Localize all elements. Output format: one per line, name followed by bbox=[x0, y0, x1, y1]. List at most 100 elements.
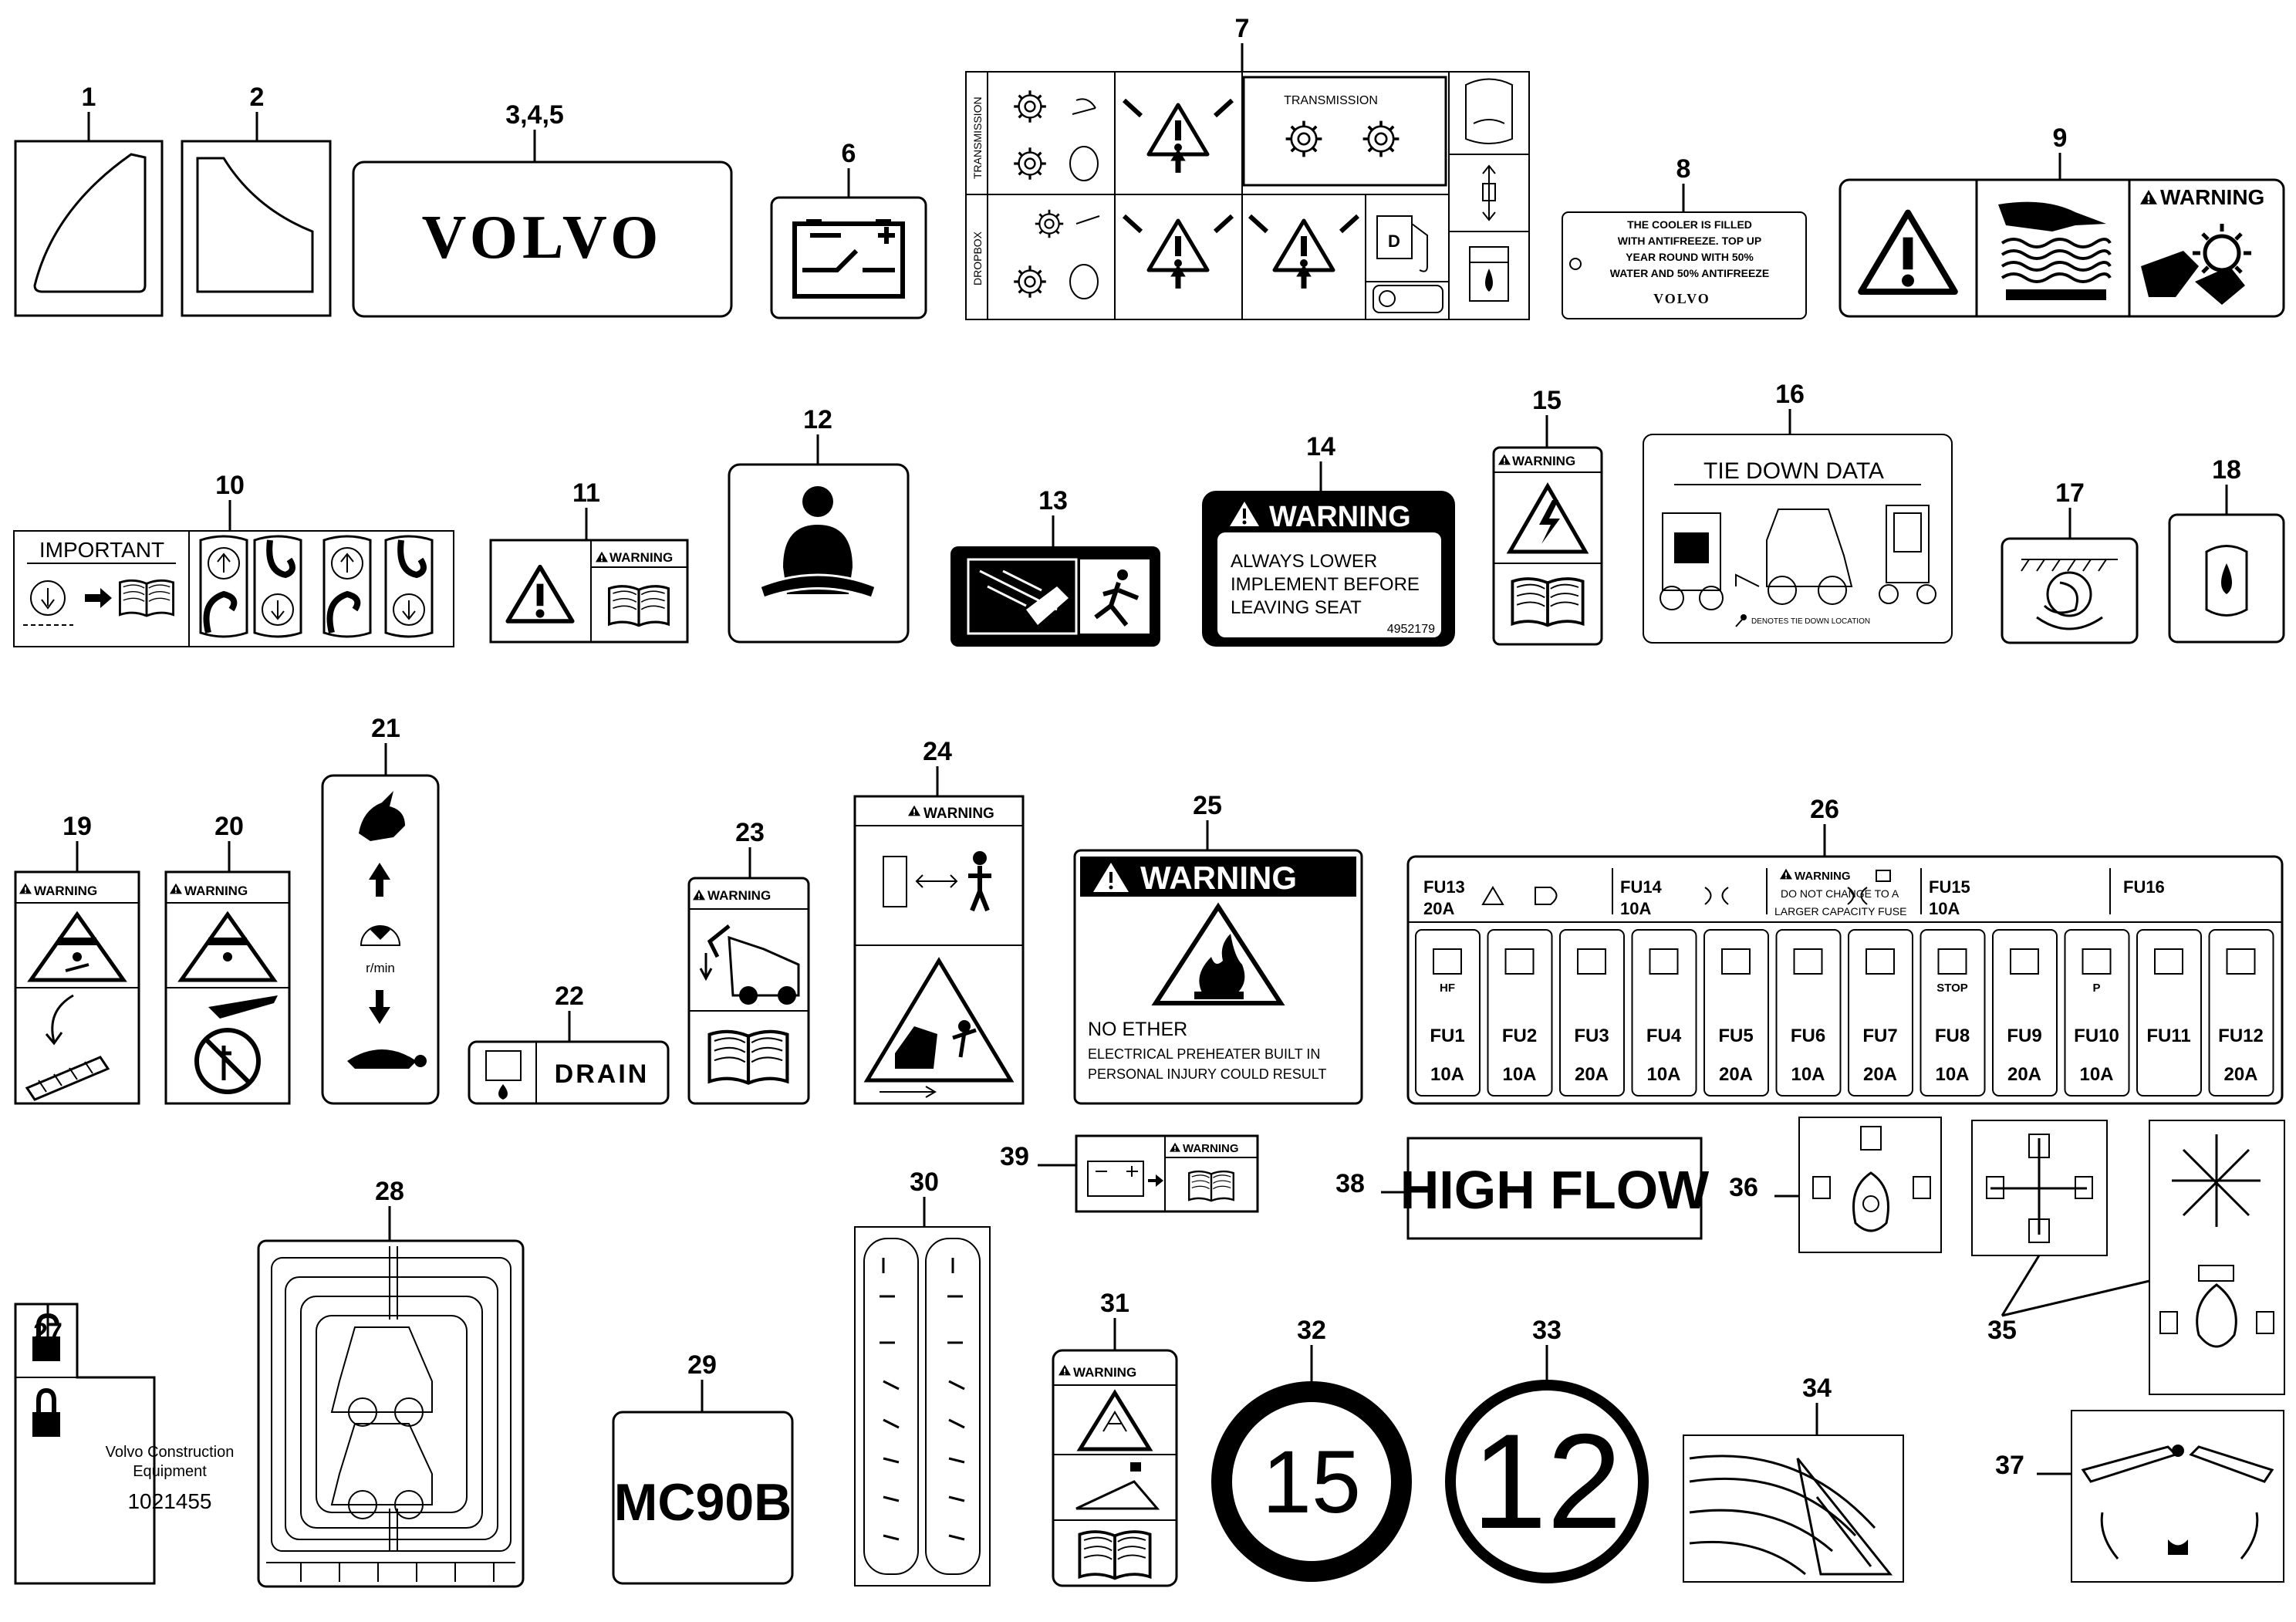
decal-24-stay-clear-warning: WARNING bbox=[853, 795, 1025, 1105]
callout-38: 38 bbox=[1335, 1169, 1365, 1198]
warning-20: WARNING bbox=[184, 884, 248, 898]
fuse-cell bbox=[1920, 929, 1986, 1097]
callout-34: 34 bbox=[1802, 1374, 1832, 1403]
fuse-amp: 20A bbox=[1575, 1064, 1609, 1085]
decal-38-high-flow: HIGH FLOW bbox=[1400, 1137, 1709, 1240]
fuse-top-id: FU16 bbox=[2123, 877, 2165, 897]
decal-1-window bbox=[14, 140, 164, 317]
callout-18: 18 bbox=[2212, 455, 2241, 485]
cooler-line-4: WATER AND 50% ANTIFREEZE bbox=[1610, 267, 1769, 279]
warning-14: WARNING bbox=[1269, 501, 1411, 533]
warning-31: WARNING bbox=[1073, 1365, 1136, 1380]
callout-22: 22 bbox=[555, 982, 584, 1011]
warning-9: WARNING bbox=[2160, 185, 2264, 209]
fuse-id: FU4 bbox=[1646, 1026, 1682, 1046]
warning-25: WARNING bbox=[1140, 860, 1297, 896]
transmission-label: TRANSMISSION bbox=[1284, 94, 1378, 107]
decal-31-warning-safety-lock: WARNING bbox=[1052, 1349, 1178, 1587]
important-label: IMPORTANT bbox=[39, 538, 164, 562]
tie-down-rear-view bbox=[1879, 505, 1936, 604]
callout-2: 2 bbox=[250, 83, 265, 112]
d14-line-2: IMPLEMENT BEFORE bbox=[1231, 574, 1420, 595]
callout-36: 36 bbox=[1729, 1173, 1758, 1202]
high-flow-label: HIGH FLOW bbox=[1400, 1160, 1709, 1220]
callout-33: 33 bbox=[1532, 1316, 1562, 1345]
fuse-cell bbox=[2064, 929, 2130, 1097]
decal-12-seat-belt bbox=[728, 463, 910, 644]
decal-37-arrows bbox=[2071, 1410, 2284, 1583]
callout-32: 32 bbox=[1297, 1316, 1326, 1345]
decal-19-crush-warning: WARNING bbox=[14, 870, 140, 1105]
callout-345: 3,4,5 bbox=[505, 100, 564, 130]
fuse-id: FU5 bbox=[1718, 1026, 1753, 1046]
company-line-2: Equipment bbox=[133, 1463, 207, 1480]
callout-30: 30 bbox=[910, 1168, 939, 1197]
warning-23: WARNING bbox=[707, 888, 771, 903]
d14-code: 4952179 bbox=[1387, 623, 1435, 636]
decal-20-no-entry-warning: WARNING bbox=[164, 870, 291, 1105]
fuse-cell bbox=[1415, 929, 1481, 1097]
callout-19: 19 bbox=[62, 812, 92, 841]
transmission-vertical-label: TRANSMISSION bbox=[971, 96, 984, 179]
warning-19: WARNING bbox=[34, 884, 97, 898]
fuse-cell bbox=[2136, 929, 2202, 1097]
callout-20: 20 bbox=[214, 812, 244, 841]
cooler-line-1: THE COOLER IS FILLED bbox=[1627, 218, 1752, 231]
callout-23: 23 bbox=[735, 818, 765, 847]
decal-35-control-patterns bbox=[1971, 1120, 2285, 1395]
decal-9-hot-fluid-warning: WARNING bbox=[1838, 178, 2285, 318]
callout-16: 16 bbox=[1775, 380, 1805, 409]
d25-line-3: PERSONAL INJURY COULD RESULT bbox=[1088, 1066, 1326, 1082]
fuse-id: FU12 bbox=[2218, 1026, 2264, 1046]
decal-11-warning-manual: WARNING bbox=[489, 539, 689, 644]
decal-14-lower-implement-warning: WARNING ALWAYS LOWER IMPLEMENT BEFORE LE… bbox=[1202, 491, 1455, 647]
fuse-id: FU3 bbox=[1574, 1026, 1609, 1046]
callout-6: 6 bbox=[842, 139, 856, 168]
fuse-symbol: HF bbox=[1440, 982, 1455, 995]
fuse-amp: 20A bbox=[1719, 1064, 1753, 1085]
model-label: MC90B bbox=[614, 1473, 792, 1532]
decal-6-battery bbox=[770, 196, 927, 319]
decal-36-control-pattern bbox=[1798, 1117, 1942, 1253]
warning-39: WARNING bbox=[1183, 1142, 1239, 1155]
drain-label: DRAIN bbox=[555, 1059, 650, 1089]
fuel-d-label: D bbox=[1388, 231, 1400, 251]
speed-12-label: 12 bbox=[1472, 1407, 1622, 1557]
decal-2-window bbox=[181, 140, 332, 317]
fuse-top-amp: 10A bbox=[1929, 899, 1960, 918]
fuse-top-amp: 20A bbox=[1423, 899, 1454, 918]
callout-25: 25 bbox=[1193, 791, 1222, 820]
tie-down-front-view bbox=[1660, 512, 1724, 610]
callout-15: 15 bbox=[1532, 386, 1562, 415]
warning-24: WARNING bbox=[923, 806, 994, 822]
fuse-top-amp: 10A bbox=[1620, 899, 1651, 918]
fuse-cell bbox=[1775, 929, 1842, 1097]
warning-26: WARNING bbox=[1795, 870, 1851, 883]
d14-line-3: LEAVING SEAT bbox=[1231, 597, 1362, 618]
callout-7: 7 bbox=[1235, 14, 1250, 43]
decal-21-engine-speed: r/min bbox=[321, 774, 440, 1105]
fuse-symbol: P bbox=[2092, 982, 2100, 995]
callout-8: 8 bbox=[1676, 154, 1691, 184]
callout-37: 37 bbox=[1995, 1451, 2024, 1480]
decal-10-important-lift-points: IMPORTANT bbox=[13, 530, 454, 647]
fuse-id: FU11 bbox=[2146, 1026, 2190, 1046]
callout-17: 17 bbox=[2055, 478, 2085, 508]
callout-1: 1 bbox=[82, 83, 96, 112]
dropbox-vertical-label: DROPBOX bbox=[971, 231, 984, 286]
callout-35: 35 bbox=[1987, 1316, 2017, 1345]
fuse-top-id: FU14 bbox=[1620, 877, 1663, 897]
decal-28-lift-capacity-chart bbox=[257, 1239, 525, 1588]
callout-14: 14 bbox=[1306, 432, 1335, 461]
decal-16-tie-down-data: TIE DOWN DATA DENOTES TIE DOWN LOCATION bbox=[1643, 434, 1953, 644]
decal-34-tire bbox=[1683, 1434, 1904, 1583]
volvo-logo-text: VOLVO bbox=[422, 204, 663, 272]
callout-21: 21 bbox=[371, 714, 400, 743]
callout-28: 28 bbox=[375, 1177, 404, 1206]
fuse-amp: 20A bbox=[2223, 1064, 2257, 1085]
decal-33-speed-12: 12 bbox=[1445, 1380, 1649, 1583]
fuse-id: FU2 bbox=[1502, 1026, 1537, 1046]
